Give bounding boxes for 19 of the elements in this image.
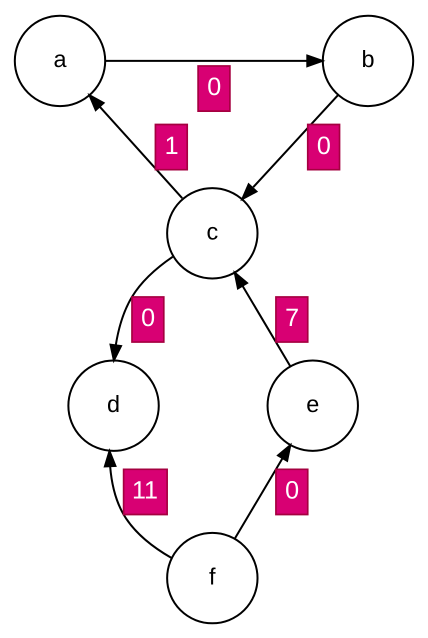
edge-label: 0: [316, 131, 331, 160]
edge-label: 0: [141, 304, 156, 332]
arrow: [105, 54, 326, 68]
node-circle: e: [266, 359, 359, 452]
node-circle: f: [166, 531, 259, 624]
node-circle: c: [166, 186, 259, 279]
edge-label: 0: [207, 72, 222, 101]
node-circle: b: [322, 14, 414, 107]
arrow: [233, 270, 292, 366]
edge-label: 7: [285, 304, 300, 332]
arrow: [87, 92, 183, 198]
node-circle: a: [14, 14, 106, 107]
edge-label: 11: [132, 476, 158, 504]
arrow: [104, 448, 172, 558]
arrow: [234, 442, 292, 538]
node-circle: d: [67, 359, 160, 452]
arrow: [109, 255, 174, 363]
edge-label: 1: [164, 131, 179, 160]
edge-label: 0: [285, 476, 300, 504]
